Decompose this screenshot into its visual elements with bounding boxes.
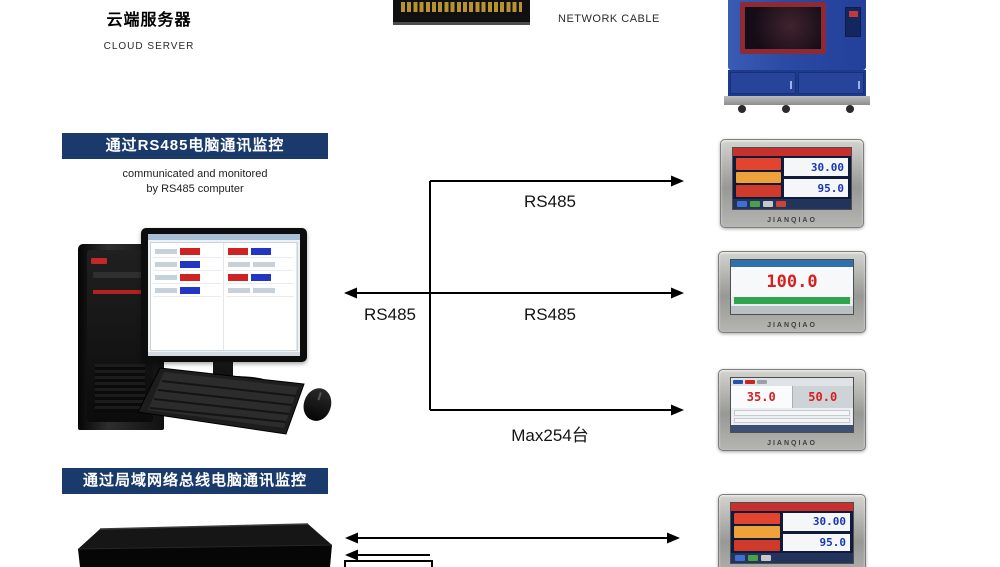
monitor-image (141, 228, 307, 362)
controller-2-screen: 100.0 (730, 259, 854, 315)
lenovo-logo (91, 258, 107, 264)
network-cable-label: NETWORK CABLE (558, 13, 660, 25)
software-status-bar (148, 352, 300, 356)
controller-4-screen: 30.00 95.0 (730, 502, 854, 564)
monitor-stand-neck (213, 362, 233, 377)
screen-progress-bar (734, 297, 850, 304)
chamber-control-panel (845, 7, 861, 37)
cloud-server-title-en: CLOUD SERVER (103, 41, 195, 52)
screen-parameter-rows (731, 408, 853, 425)
controller-4: 30.00 95.0 JIANQIAO (718, 494, 866, 567)
screen-button-bar (731, 305, 853, 314)
max-units-label: Max254台 (511, 426, 589, 445)
software-left-panel (151, 243, 224, 350)
chamber-door-left (730, 72, 796, 94)
screen-button-bar (733, 199, 851, 209)
lan-section-banner: 通过局域网络总线电脑通讯监控 (62, 468, 328, 494)
temperature-value: 35.0 (731, 385, 793, 409)
cloud-server-title-cn: 云端服务器 (106, 12, 192, 29)
controller-1: 30.00 95.0 JIANQIAO (720, 139, 864, 228)
rs485-label-top: RS485 (524, 192, 576, 211)
chamber-lower-cabinet (728, 70, 866, 96)
humidity-value: 95.0 (783, 533, 850, 552)
subtitle-line-1: communicated and monitored (122, 168, 268, 180)
chamber-caster (846, 105, 854, 113)
controller-1-screen: 30.00 95.0 (732, 147, 852, 210)
rs485-section-banner: 通过RS485电脑通讯监控 (62, 133, 328, 159)
screen-header-bar (731, 503, 853, 511)
software-title-bar (148, 234, 300, 240)
screen-header-bar (731, 378, 853, 386)
tower-power-stripe (93, 290, 147, 294)
patch-panel-edge (393, 22, 530, 25)
chamber-caster (782, 105, 790, 113)
temperature-value: 100.0 (766, 272, 818, 293)
cloud-server-label: 云端服务器 CLOUD SERVER (88, 6, 210, 52)
chamber-base (724, 96, 870, 105)
keyboard-image (137, 367, 305, 435)
rs485-section-subtitle: communicated and monitored by RS485 comp… (73, 167, 317, 197)
tower-vents (95, 364, 145, 412)
screen-button-bar (731, 424, 853, 432)
screen-status-bars (736, 157, 781, 198)
screen-button-bar (731, 553, 853, 563)
rs485-label-middle: RS485 (524, 305, 576, 324)
brand-label: JIANQIAO (767, 440, 817, 447)
controller-2: 100.0 JIANQIAO (718, 251, 866, 333)
temperature-value: 30.00 (783, 512, 850, 531)
software-right-panel (224, 243, 297, 350)
screen-header-bar (731, 260, 853, 268)
humidity-value: 95.0 (783, 179, 848, 198)
controller-3-screen: 35.0 50.0 (730, 377, 854, 433)
brand-label: JIANQIAO (767, 217, 817, 224)
chamber-window (740, 2, 826, 54)
brand-label: JIANQIAO (767, 322, 817, 329)
screen-header-bar (733, 148, 851, 156)
controller-3: 35.0 50.0 JIANQIAO (718, 369, 866, 451)
test-chamber-image (718, 0, 872, 113)
temperature-value: 30.00 (783, 157, 848, 177)
patch-panel-ports (401, 2, 522, 12)
patch-panel-image (393, 0, 530, 25)
network-switch-image (77, 523, 333, 567)
screen-status-bars (734, 512, 781, 552)
software-window (150, 242, 298, 351)
subtitle-line-2: by RS485 computer (146, 183, 244, 195)
humidity-value: 50.0 (792, 385, 853, 409)
chamber-body (728, 0, 866, 70)
monitor-screen (148, 234, 300, 356)
tower-dvd-drive (93, 272, 147, 278)
chamber-door-right (798, 72, 864, 94)
rs485-label-left: RS485 (364, 305, 416, 324)
chamber-caster (738, 105, 746, 113)
